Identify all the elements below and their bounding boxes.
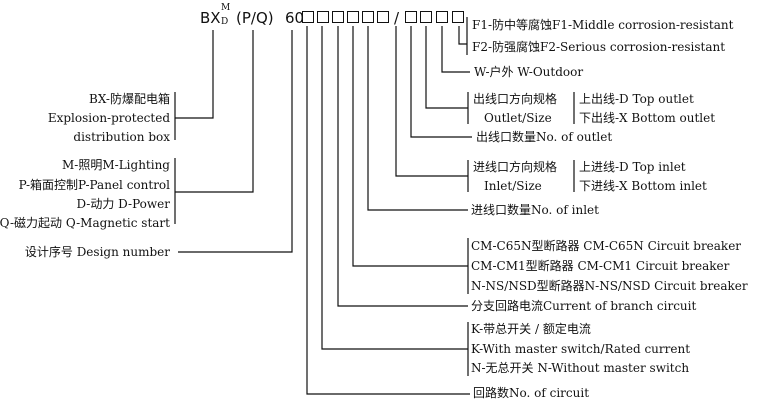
label-inlet-cn: 进线口方向规格 — [473, 160, 558, 174]
label-k-master-en: K-With master switch/Rated current — [471, 342, 691, 356]
code-box-10 — [452, 11, 464, 23]
code-box-3 — [332, 11, 344, 23]
line-bx — [175, 30, 214, 119]
code-box-6 — [377, 11, 389, 23]
label-bottom-outlet: 下出线-X Bottom outlet — [579, 111, 716, 125]
label-f2: F2-防强腐蚀F2-Serious corrosion-resistant — [472, 40, 726, 54]
label-w-outdoor: W-户外 W-Outdoor — [474, 65, 584, 79]
label-d-power: D-动力 D-Power — [76, 197, 170, 211]
label-top-outlet: 上出线-D Top outlet — [579, 92, 694, 106]
label-outlet-number: 出线口数量No. of outlet — [476, 130, 613, 144]
line-w — [441, 26, 470, 73]
label-circuit-number: 回路数No. of circuit — [473, 386, 590, 400]
label-cm-cm1: CM-CM1型断路器 CM-CM1 Circuit breaker — [471, 259, 730, 273]
label-k-master-cn: K-带总开关 / 额定电流 — [471, 322, 591, 336]
label-bx-en2: distribution box — [73, 130, 170, 144]
label-q-magnetic: Q-磁力起动 Q-Magnetic start — [0, 216, 170, 230]
line-inlet-no — [367, 26, 468, 211]
label-n-ns-nsd: N-NS/NSD型断路器N-NS/NSD Circuit breaker — [471, 279, 748, 293]
code-sup-m: M — [221, 3, 231, 13]
line-60 — [178, 30, 293, 253]
label-m-lighting: M-照明M-Lighting — [62, 158, 170, 172]
line-cm — [352, 26, 468, 267]
line-f — [458, 26, 467, 45]
label-bottom-inlet: 下进线-X Bottom inlet — [579, 179, 707, 193]
label-inlet-number: 进线口数量No. of inlet — [471, 203, 599, 217]
line-branch — [337, 26, 468, 307]
line-outlet-no — [410, 26, 472, 138]
code-slash: / — [394, 9, 400, 27]
line-inlet — [395, 26, 468, 177]
label-f1: F1-防中等腐蚀F1-Middle corrosion-resistant — [472, 18, 734, 32]
label-top-inlet: 上进线-D Top inlet — [579, 160, 686, 174]
label-outlet-en: Outlet/Size — [484, 111, 552, 125]
code-box-9 — [436, 11, 448, 23]
code-60: 60 — [285, 9, 305, 27]
code-box-2 — [317, 11, 329, 23]
label-outlet-cn: 出线口方向规格 — [473, 92, 558, 106]
line-k — [321, 26, 468, 350]
label-inlet-en: Inlet/Size — [484, 179, 542, 193]
code-box-1 — [302, 11, 314, 23]
label-cm-c65n: CM-C65N型断路器 CM-C65N Circuit breaker — [471, 239, 742, 253]
label-bx-cn: BX-防爆配电箱 — [89, 92, 170, 106]
code-box-7 — [405, 11, 417, 23]
code-bx: BX — [200, 9, 221, 27]
code-box-8 — [420, 11, 432, 23]
code-pq: (P/Q) — [236, 9, 274, 27]
line-circuit — [306, 26, 470, 395]
line-outlet — [425, 26, 468, 109]
label-p-panel: P-箱面控制P-Panel control — [18, 178, 170, 192]
code-sub-d: D — [221, 17, 229, 27]
label-n-no-master: N-无总开关 N-Without master switch — [471, 361, 690, 375]
line-pq — [175, 30, 254, 193]
code-box-5 — [362, 11, 374, 23]
label-bx-en1: Explosion-protected — [47, 111, 170, 125]
code-box-4 — [347, 11, 359, 23]
label-branch-current: 分支回路电流Current of branch circuit — [471, 299, 697, 313]
label-design-number: 设计序号 Design number — [24, 245, 170, 259]
